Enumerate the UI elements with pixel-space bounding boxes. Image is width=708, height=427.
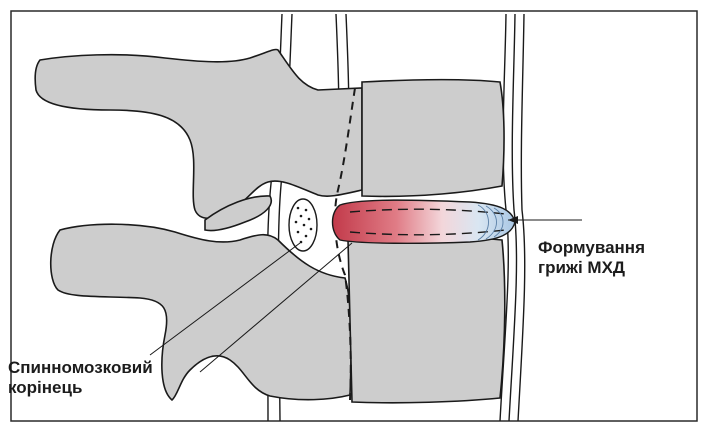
hernia-label: Формування грижі МХД bbox=[538, 238, 645, 278]
upper-vertebra-posterior bbox=[35, 49, 362, 218]
upper-vertebra-body bbox=[362, 80, 504, 197]
nerve-root-label: Спинномозковий корінець bbox=[8, 358, 153, 398]
lower-vertebra-body bbox=[348, 237, 505, 403]
hernia-label-line1: Формування bbox=[538, 238, 645, 258]
nerve-root-label-line1: Спинномозковий bbox=[8, 358, 153, 378]
nerve-root-label-line2: корінець bbox=[8, 378, 153, 398]
hernia-label-line2: грижі МХД bbox=[538, 258, 645, 278]
